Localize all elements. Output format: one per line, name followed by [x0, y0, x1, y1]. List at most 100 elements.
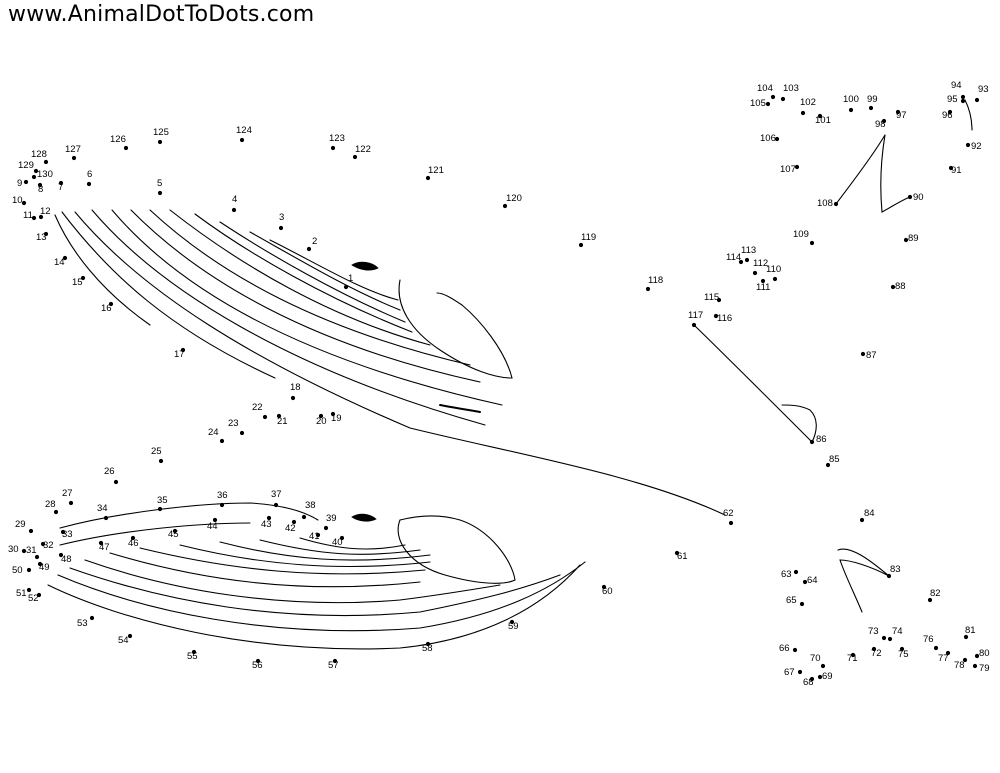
- dot-128: [43, 159, 49, 165]
- dot-116: [713, 313, 719, 319]
- dot-85: [825, 462, 831, 468]
- dot-label-62: 62: [723, 508, 734, 519]
- dot-123: [330, 145, 336, 151]
- dot-103: [780, 96, 786, 102]
- dot-96: [947, 109, 953, 115]
- dot-61: [674, 550, 680, 556]
- dot-127: [71, 155, 77, 161]
- dot-81: [963, 634, 969, 640]
- dot-34: [103, 515, 109, 521]
- dot-label-77: 77: [938, 653, 949, 664]
- dot-label-128: 128: [31, 149, 47, 160]
- dot-42: [291, 519, 297, 525]
- dot-26: [113, 479, 119, 485]
- dot-67: [797, 669, 803, 675]
- dot-label-85: 85: [829, 454, 840, 465]
- dot-52: [36, 592, 42, 598]
- dot-25: [158, 458, 164, 464]
- dot-label-81: 81: [965, 625, 976, 636]
- dot-label-1: 1: [348, 273, 353, 284]
- dot-label-33: 33: [62, 529, 73, 540]
- dot-label-30: 30: [8, 544, 19, 555]
- dot-122: [352, 154, 358, 160]
- dot-label-56: 56: [252, 660, 263, 671]
- dot-label-84: 84: [864, 508, 875, 519]
- dot-label-96: 96: [942, 110, 953, 121]
- dot-121: [425, 175, 431, 181]
- dot-113: [744, 257, 750, 263]
- dot-label-67: 67: [784, 667, 795, 678]
- dot-120: [502, 203, 508, 209]
- dot-label-107: 107: [780, 164, 796, 175]
- dot-53: [89, 615, 95, 621]
- dot-105: [765, 101, 771, 107]
- dot-label-39: 39: [326, 513, 337, 524]
- dot-label-32: 32: [43, 540, 54, 551]
- dot-label-5: 5: [157, 178, 162, 189]
- dot-33: [60, 529, 66, 535]
- dot-label-2: 2: [312, 236, 317, 247]
- dot-49: [37, 561, 43, 567]
- dot-72: [871, 646, 877, 652]
- dot-117: [691, 322, 697, 328]
- dot-100: [848, 107, 854, 113]
- dot-label-8: 8: [38, 184, 43, 195]
- dot-37: [273, 502, 279, 508]
- dot-59: [509, 619, 515, 625]
- dot-129: [33, 168, 39, 174]
- dot-118: [645, 286, 651, 292]
- dot-112: [752, 270, 758, 276]
- dot-label-46: 46: [128, 538, 139, 549]
- dot-label-89: 89: [908, 233, 919, 244]
- dot-107: [794, 164, 800, 170]
- dot-18: [290, 395, 296, 401]
- dot-130: [31, 174, 37, 180]
- dot-69: [817, 674, 823, 680]
- dot-41: [315, 532, 321, 538]
- dots-layer: [21, 94, 980, 682]
- dot-label-14: 14: [54, 257, 65, 268]
- dot-78: [962, 657, 968, 663]
- dot-label-74: 74: [892, 626, 903, 637]
- dot-label-80: 80: [979, 648, 990, 659]
- dot-label-116: 116: [717, 313, 732, 324]
- dot-label-86: 86: [816, 434, 827, 445]
- dot-label-15: 15: [72, 277, 83, 288]
- dot-64: [802, 579, 808, 585]
- dot-label-55: 55: [187, 651, 198, 662]
- dot-label-72: 72: [871, 648, 882, 659]
- dot-label-115: 115: [704, 292, 719, 303]
- dot-label-87: 87: [866, 350, 877, 361]
- dot-label-113: 113: [741, 245, 756, 256]
- dot-label-94: 94: [951, 80, 962, 91]
- dot-label-28: 28: [45, 499, 56, 510]
- dot-label-99: 99: [867, 94, 878, 105]
- dot-label-126: 126: [110, 134, 126, 145]
- dot-label-122: 122: [355, 144, 371, 155]
- dot-50: [26, 567, 32, 573]
- dot-label-57: 57: [328, 660, 339, 671]
- dot-label-105: 105: [750, 98, 766, 109]
- dot-7: [58, 180, 64, 186]
- dot-label-43: 43: [261, 519, 272, 530]
- dot-label-7: 7: [58, 182, 63, 193]
- dot-label-31: 31: [26, 545, 37, 556]
- dot-82: [927, 597, 933, 603]
- dot-16: [108, 301, 114, 307]
- dot-92: [965, 142, 971, 148]
- dot-label-19: 19: [331, 413, 342, 424]
- dot-label-60: 60: [602, 586, 613, 597]
- dot-98: [881, 118, 887, 124]
- dot-label-12: 12: [40, 206, 51, 217]
- dot-label-65: 65: [786, 595, 797, 606]
- dot-77: [945, 650, 951, 656]
- dot-106: [774, 136, 780, 142]
- dot-88: [890, 284, 896, 290]
- dot-label-71: 71: [847, 653, 858, 664]
- dot-62: [728, 520, 734, 526]
- dot-57: [332, 658, 338, 664]
- dot-11: [31, 215, 37, 221]
- dot-label-90: 90: [913, 192, 924, 203]
- dot-label-110: 110: [766, 264, 781, 275]
